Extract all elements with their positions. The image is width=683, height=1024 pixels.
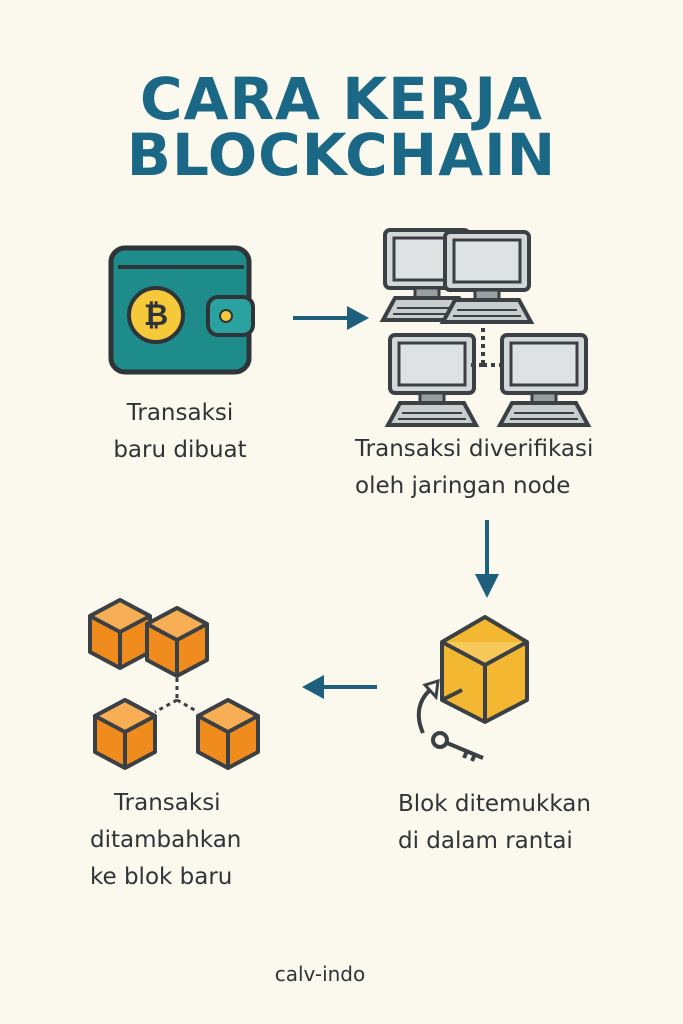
arrow-down-icon — [475, 520, 499, 598]
arrow-left-icon — [302, 675, 377, 699]
step3-label-line2: di dalam rantai — [398, 828, 573, 854]
title-line-1: CARA KERJA — [140, 65, 543, 133]
title-line-2: BLOCKCHAIN — [126, 121, 557, 189]
computer-network-icon — [379, 228, 590, 427]
arrow-right-icon — [293, 306, 369, 330]
bitcoin-wallet-icon: ₿ — [108, 245, 255, 375]
cube-key-icon — [416, 615, 529, 762]
block-network-icon — [88, 598, 260, 770]
step2-label-line2: oleh jaringan node — [355, 473, 571, 499]
footer-credit: calv-indo — [274, 962, 366, 986]
step3-label-line1: Blok ditemukkan — [398, 791, 591, 817]
network-connection-icon — [470, 320, 505, 367]
step4-label-line2: ditambahkan — [90, 827, 242, 853]
step1-label-line2: baru dibuat — [113, 437, 247, 463]
step4-label-line3: ke blok baru — [90, 864, 233, 890]
step1-label-line1: Transaksi — [126, 400, 234, 426]
step4-label-line1: Transaksi — [114, 790, 221, 816]
step2-label-line1: Transaksi diverifikasi — [355, 436, 594, 462]
svg-text:₿: ₿ — [144, 298, 168, 333]
